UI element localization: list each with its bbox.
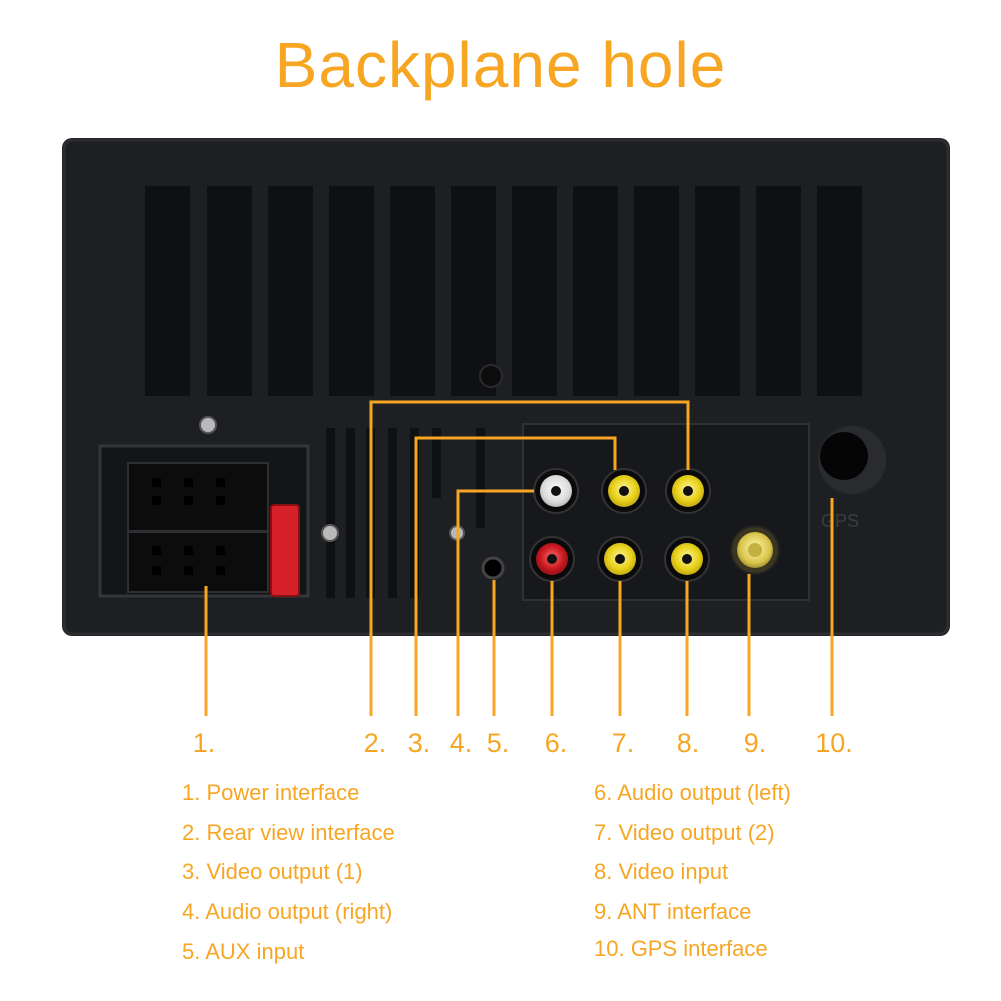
legend-item-10: 10. GPS interface xyxy=(594,936,768,961)
legend-item-2: 2. Rear view interface xyxy=(182,820,395,845)
rca-jack-white xyxy=(533,468,579,514)
callout-number-9: 9. xyxy=(743,728,767,758)
rca-jack-red xyxy=(529,536,575,582)
mount-hole-icon xyxy=(479,364,503,388)
legend-item-1: 1. Power interface xyxy=(182,780,360,805)
rca-jack-yellow-3 xyxy=(597,536,643,582)
callout-number-5: 5. xyxy=(486,728,510,758)
callout-line-4 xyxy=(456,489,534,716)
callout-number-8: 8. xyxy=(676,728,700,758)
gps-label: GPS xyxy=(821,511,859,531)
legend-item-6: 6. Audio output (left) xyxy=(594,780,791,805)
fuse-icon xyxy=(270,504,300,597)
screw-icon xyxy=(199,416,217,434)
callout-number-7: 7. xyxy=(611,728,635,758)
legend-item-5: 5. AUX input xyxy=(182,939,305,964)
unit-body-edge xyxy=(62,138,950,636)
callout-number-3: 3. xyxy=(407,728,431,758)
legend-item-9: 9. ANT interface xyxy=(594,899,752,924)
legend-item-8: 8. Video input xyxy=(594,859,729,884)
rca-jack-yellow-4 xyxy=(664,536,710,582)
antenna-connector-icon xyxy=(730,525,780,575)
callout-number-4: 4. xyxy=(449,728,473,758)
aux-jack-icon xyxy=(481,556,505,580)
callout-number-10: 10. xyxy=(815,728,853,758)
page-title: Backplane hole xyxy=(274,29,727,101)
rca-jack-yellow-1 xyxy=(601,468,647,514)
legend-item-3: 3. Video output (1) xyxy=(182,859,363,884)
callout-number-2: 2. xyxy=(363,728,387,758)
callout-lines xyxy=(204,400,834,716)
heatsink-fins xyxy=(145,186,862,396)
legend-item-4: 4. Audio output (right) xyxy=(182,899,393,924)
gps-connector-icon xyxy=(818,426,886,494)
screw-icon xyxy=(321,524,339,542)
callout-number-6: 6. xyxy=(544,728,568,758)
callout-line-2 xyxy=(369,400,690,716)
legend-item-7: 7. Video output (2) xyxy=(594,820,775,845)
rca-jack-yellow-2 xyxy=(665,468,711,514)
callout-line-3 xyxy=(414,436,617,716)
callout-number-1: 1. xyxy=(192,728,216,758)
